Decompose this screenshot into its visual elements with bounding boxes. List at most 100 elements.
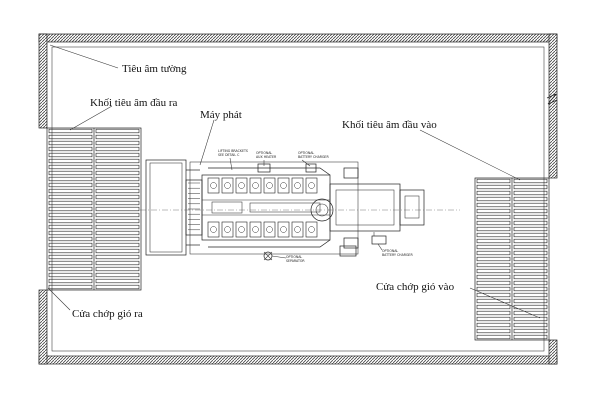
- louver-blade: [476, 250, 511, 256]
- engine-cylinder: [263, 177, 276, 194]
- cylinder-head: [252, 226, 259, 233]
- louver-blade: [513, 250, 548, 256]
- note-battery-charger-top-2: BATTERY CHARGER: [298, 155, 329, 159]
- louver-blade: [513, 178, 548, 184]
- louver-blade: [476, 196, 511, 202]
- louver-blade: [48, 182, 93, 188]
- cylinder-head: [238, 226, 245, 233]
- louver-blade: [95, 284, 140, 290]
- cylinder-head: [252, 182, 259, 189]
- louver-blade: [48, 128, 93, 134]
- cylinder-head: [280, 182, 287, 189]
- louver-blade: [476, 226, 511, 232]
- engine-block: [201, 174, 331, 241]
- louver-blade: [95, 242, 140, 248]
- louver-blade: [95, 224, 140, 230]
- label-inlet-silencer: Khối tiêu âm đầu vào: [342, 119, 437, 131]
- engine-cylinder: [207, 177, 220, 194]
- louver-blade: [95, 152, 140, 158]
- engine-cylinder: [263, 221, 276, 238]
- cylinder-head: [308, 226, 315, 233]
- louver-blade: [48, 176, 93, 182]
- engine-cylinder: [249, 177, 262, 194]
- louver-blade: [513, 208, 548, 214]
- louver-blade: [513, 196, 548, 202]
- louver-blade: [95, 212, 140, 218]
- engine-cylinder: [277, 177, 290, 194]
- radiator: [145, 159, 187, 256]
- louver-blade: [48, 134, 93, 140]
- louver-blade: [476, 190, 511, 196]
- louver-blade: [513, 268, 548, 274]
- note-battery-charger-bottom-2: BATTERY CHARGER: [382, 253, 413, 257]
- engine-cylinder: [291, 221, 304, 238]
- louver-blade: [48, 164, 93, 170]
- louver-blade: [513, 322, 548, 328]
- louver-blade: [476, 298, 511, 304]
- louver-blade: [476, 202, 511, 208]
- louver-blade: [476, 184, 511, 190]
- louver-blade: [513, 292, 548, 298]
- louver-blade: [95, 170, 140, 176]
- louver-blade: [48, 272, 93, 278]
- louver-blade: [476, 328, 511, 334]
- louver-blade: [95, 272, 140, 278]
- louver-blade: [513, 232, 548, 238]
- cylinder-head: [238, 182, 245, 189]
- louver-blade: [476, 232, 511, 238]
- louver-blade: [95, 176, 140, 182]
- louver-blade: [513, 220, 548, 226]
- louver-blade: [48, 194, 93, 200]
- louver-blade: [513, 280, 548, 286]
- louver-blade: [48, 242, 93, 248]
- louver-blade: [476, 178, 511, 184]
- louver-blade: [48, 212, 93, 218]
- note-battery-charger-bottom-1: OPTIONAL: [382, 249, 398, 253]
- note-separator-2: SEPARATOR: [286, 259, 305, 263]
- louver-blade: [95, 230, 140, 236]
- louver-blade: [48, 218, 93, 224]
- louver-blade: [95, 278, 140, 284]
- equipment-notes: LIFTING BRACKETS SEE DETAIL C OPTIONAL A…: [218, 149, 413, 263]
- engine-cylinder: [277, 221, 290, 238]
- louver-blade: [513, 328, 548, 334]
- louver-blade: [48, 224, 93, 230]
- louver-blade: [513, 310, 548, 316]
- louver-blade: [513, 244, 548, 250]
- louver-blade: [48, 284, 93, 290]
- louver-blade: [48, 254, 93, 260]
- label-wall-silencer: Tiêu âm tường: [122, 63, 187, 75]
- louver-blade: [476, 310, 511, 316]
- louver-blade: [95, 260, 140, 266]
- louver-blade: [48, 266, 93, 272]
- louver-blade: [95, 146, 140, 152]
- engine-cylinder: [305, 221, 318, 238]
- louver-blade: [95, 248, 140, 254]
- labels: Tiêu âm tường Khối tiêu âm đầu ra Máy ph…: [72, 63, 455, 320]
- louver-blade: [513, 286, 548, 292]
- cylinder-head: [294, 182, 301, 189]
- alternator: [329, 183, 401, 232]
- louver-blade: [95, 134, 140, 140]
- louver-blade: [95, 206, 140, 212]
- engine-cylinder: [291, 177, 304, 194]
- louver-blade: [476, 286, 511, 292]
- cylinder-head: [308, 182, 315, 189]
- leader-lines: [47, 44, 541, 319]
- louver-blade: [48, 200, 93, 206]
- louver-blade: [476, 214, 511, 220]
- louver-blade: [476, 208, 511, 214]
- terminal-box: [399, 189, 425, 226]
- louver-blade: [513, 298, 548, 304]
- louver-blade: [48, 278, 93, 284]
- engine-cylinder: [207, 221, 220, 238]
- louver-blade: [48, 236, 93, 242]
- louver-blade: [48, 230, 93, 236]
- cylinder-head: [266, 226, 273, 233]
- note-lifting-brackets-1: LIFTING BRACKETS: [218, 149, 248, 153]
- louver-blade: [513, 214, 548, 220]
- louver-blade: [48, 248, 93, 254]
- label-generator: Máy phát: [200, 109, 242, 121]
- engine-cylinder: [235, 221, 248, 238]
- louver-blade: [48, 152, 93, 158]
